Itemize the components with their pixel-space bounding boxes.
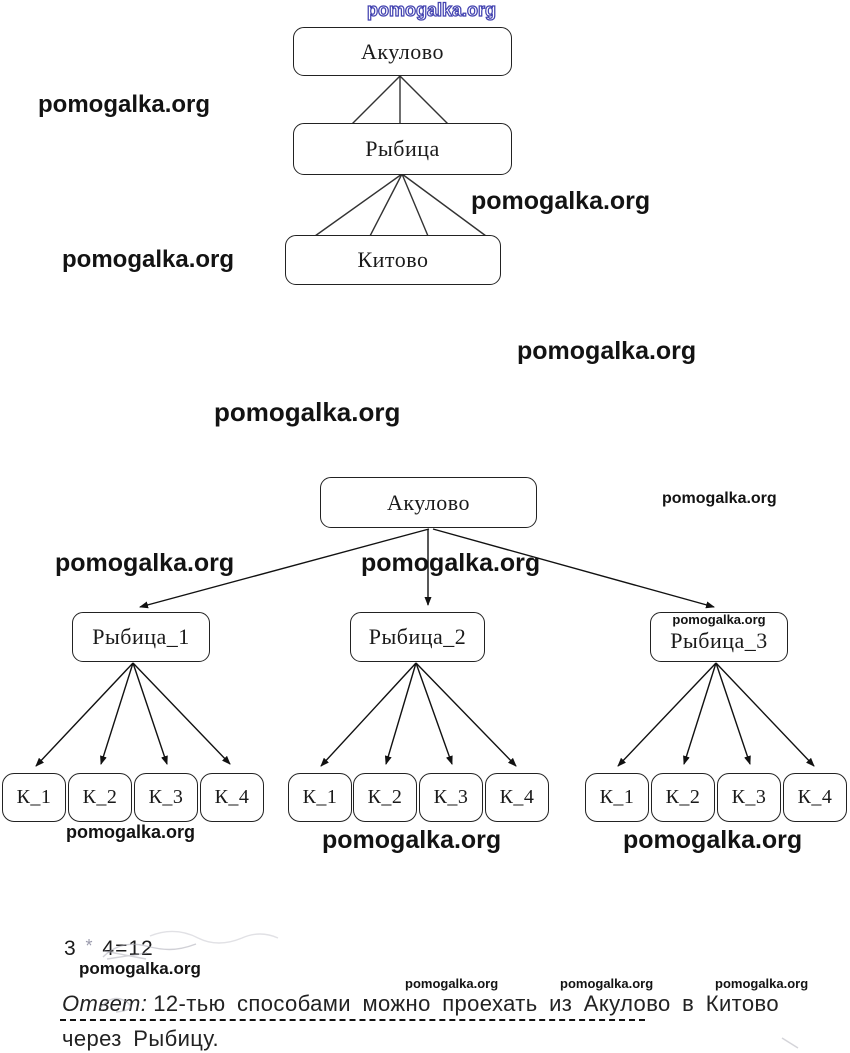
node-k2: К_2 [68, 773, 132, 822]
arrows-root-to-branches [139, 528, 715, 609]
pencil-dashed-line [60, 1019, 645, 1021]
watermark: pomogalka.org [405, 976, 499, 991]
answer-text-2: через Рыбицу. [62, 1026, 219, 1051]
watermark: pomogalka.org [471, 187, 651, 215]
formula-multiplicand: 3 [64, 937, 77, 960]
node-rybitsa-2: Рыбица_2 [350, 612, 485, 662]
watermark: pomogalka.org [55, 549, 235, 577]
node-k4: К_4 [485, 773, 549, 822]
answer-line-2: через Рыбицу. [62, 1026, 219, 1052]
watermark: pomogalka.org [623, 826, 803, 854]
watermark: pomogalka.org [214, 397, 401, 427]
watermark: pomogalka.org [715, 976, 809, 991]
watermark: pomogalka.org [662, 490, 777, 507]
watermark: pomogalka.org [560, 976, 654, 991]
node-k3: К_3 [419, 773, 483, 822]
arrows-branch2-to-leaves [320, 662, 517, 767]
node-akulovo-top: Акулово [293, 27, 512, 76]
watermark: pomogalka.org [66, 822, 196, 842]
arrows-branch1-to-leaves [35, 662, 231, 767]
node-k1: К_1 [585, 773, 649, 822]
formula-operator: * [85, 936, 94, 956]
watermark: pomogalka.org [38, 91, 211, 118]
node-k3: К_3 [717, 773, 781, 822]
watermark: pomogalka.org [361, 549, 541, 577]
answer-text-1: 12-тью способами можно проехать из Акуло… [153, 991, 780, 1016]
node-k1: К_1 [2, 773, 66, 822]
watermark-top-outline: pomogalka.org [366, 0, 497, 20]
node-rybitsa-top: Рыбица [293, 123, 512, 175]
node-k2: К_2 [353, 773, 417, 822]
answer-line-1: Ответ:12-тью способами можно проехать из… [62, 991, 779, 1017]
node-k1: К_1 [288, 773, 352, 822]
node-k2: К_2 [651, 773, 715, 822]
watermark: pomogalka.org [62, 246, 235, 273]
node-rybitsa-3: Рыбица_3 [650, 612, 788, 662]
node-akulovo-root: Акулово [320, 477, 537, 528]
node-rybitsa-1: Рыбица_1 [72, 612, 210, 662]
pencil-scribbles [99, 930, 799, 1049]
watermark: pomogalka.org [322, 826, 502, 854]
watermark: pomogalka.org [672, 612, 766, 627]
arrows-branch3-to-leaves [617, 662, 815, 767]
node-k4: К_4 [200, 773, 264, 822]
node-kitovo-top: Китово [285, 235, 501, 285]
edges-akulovo-rybitsa [351, 75, 449, 125]
edges-rybitsa-kitovo [314, 173, 487, 237]
node-k4: К_4 [783, 773, 847, 822]
node-k3: К_3 [134, 773, 198, 822]
watermark: pomogalka.org [517, 337, 697, 365]
watermark: pomogalka.org [79, 959, 201, 978]
